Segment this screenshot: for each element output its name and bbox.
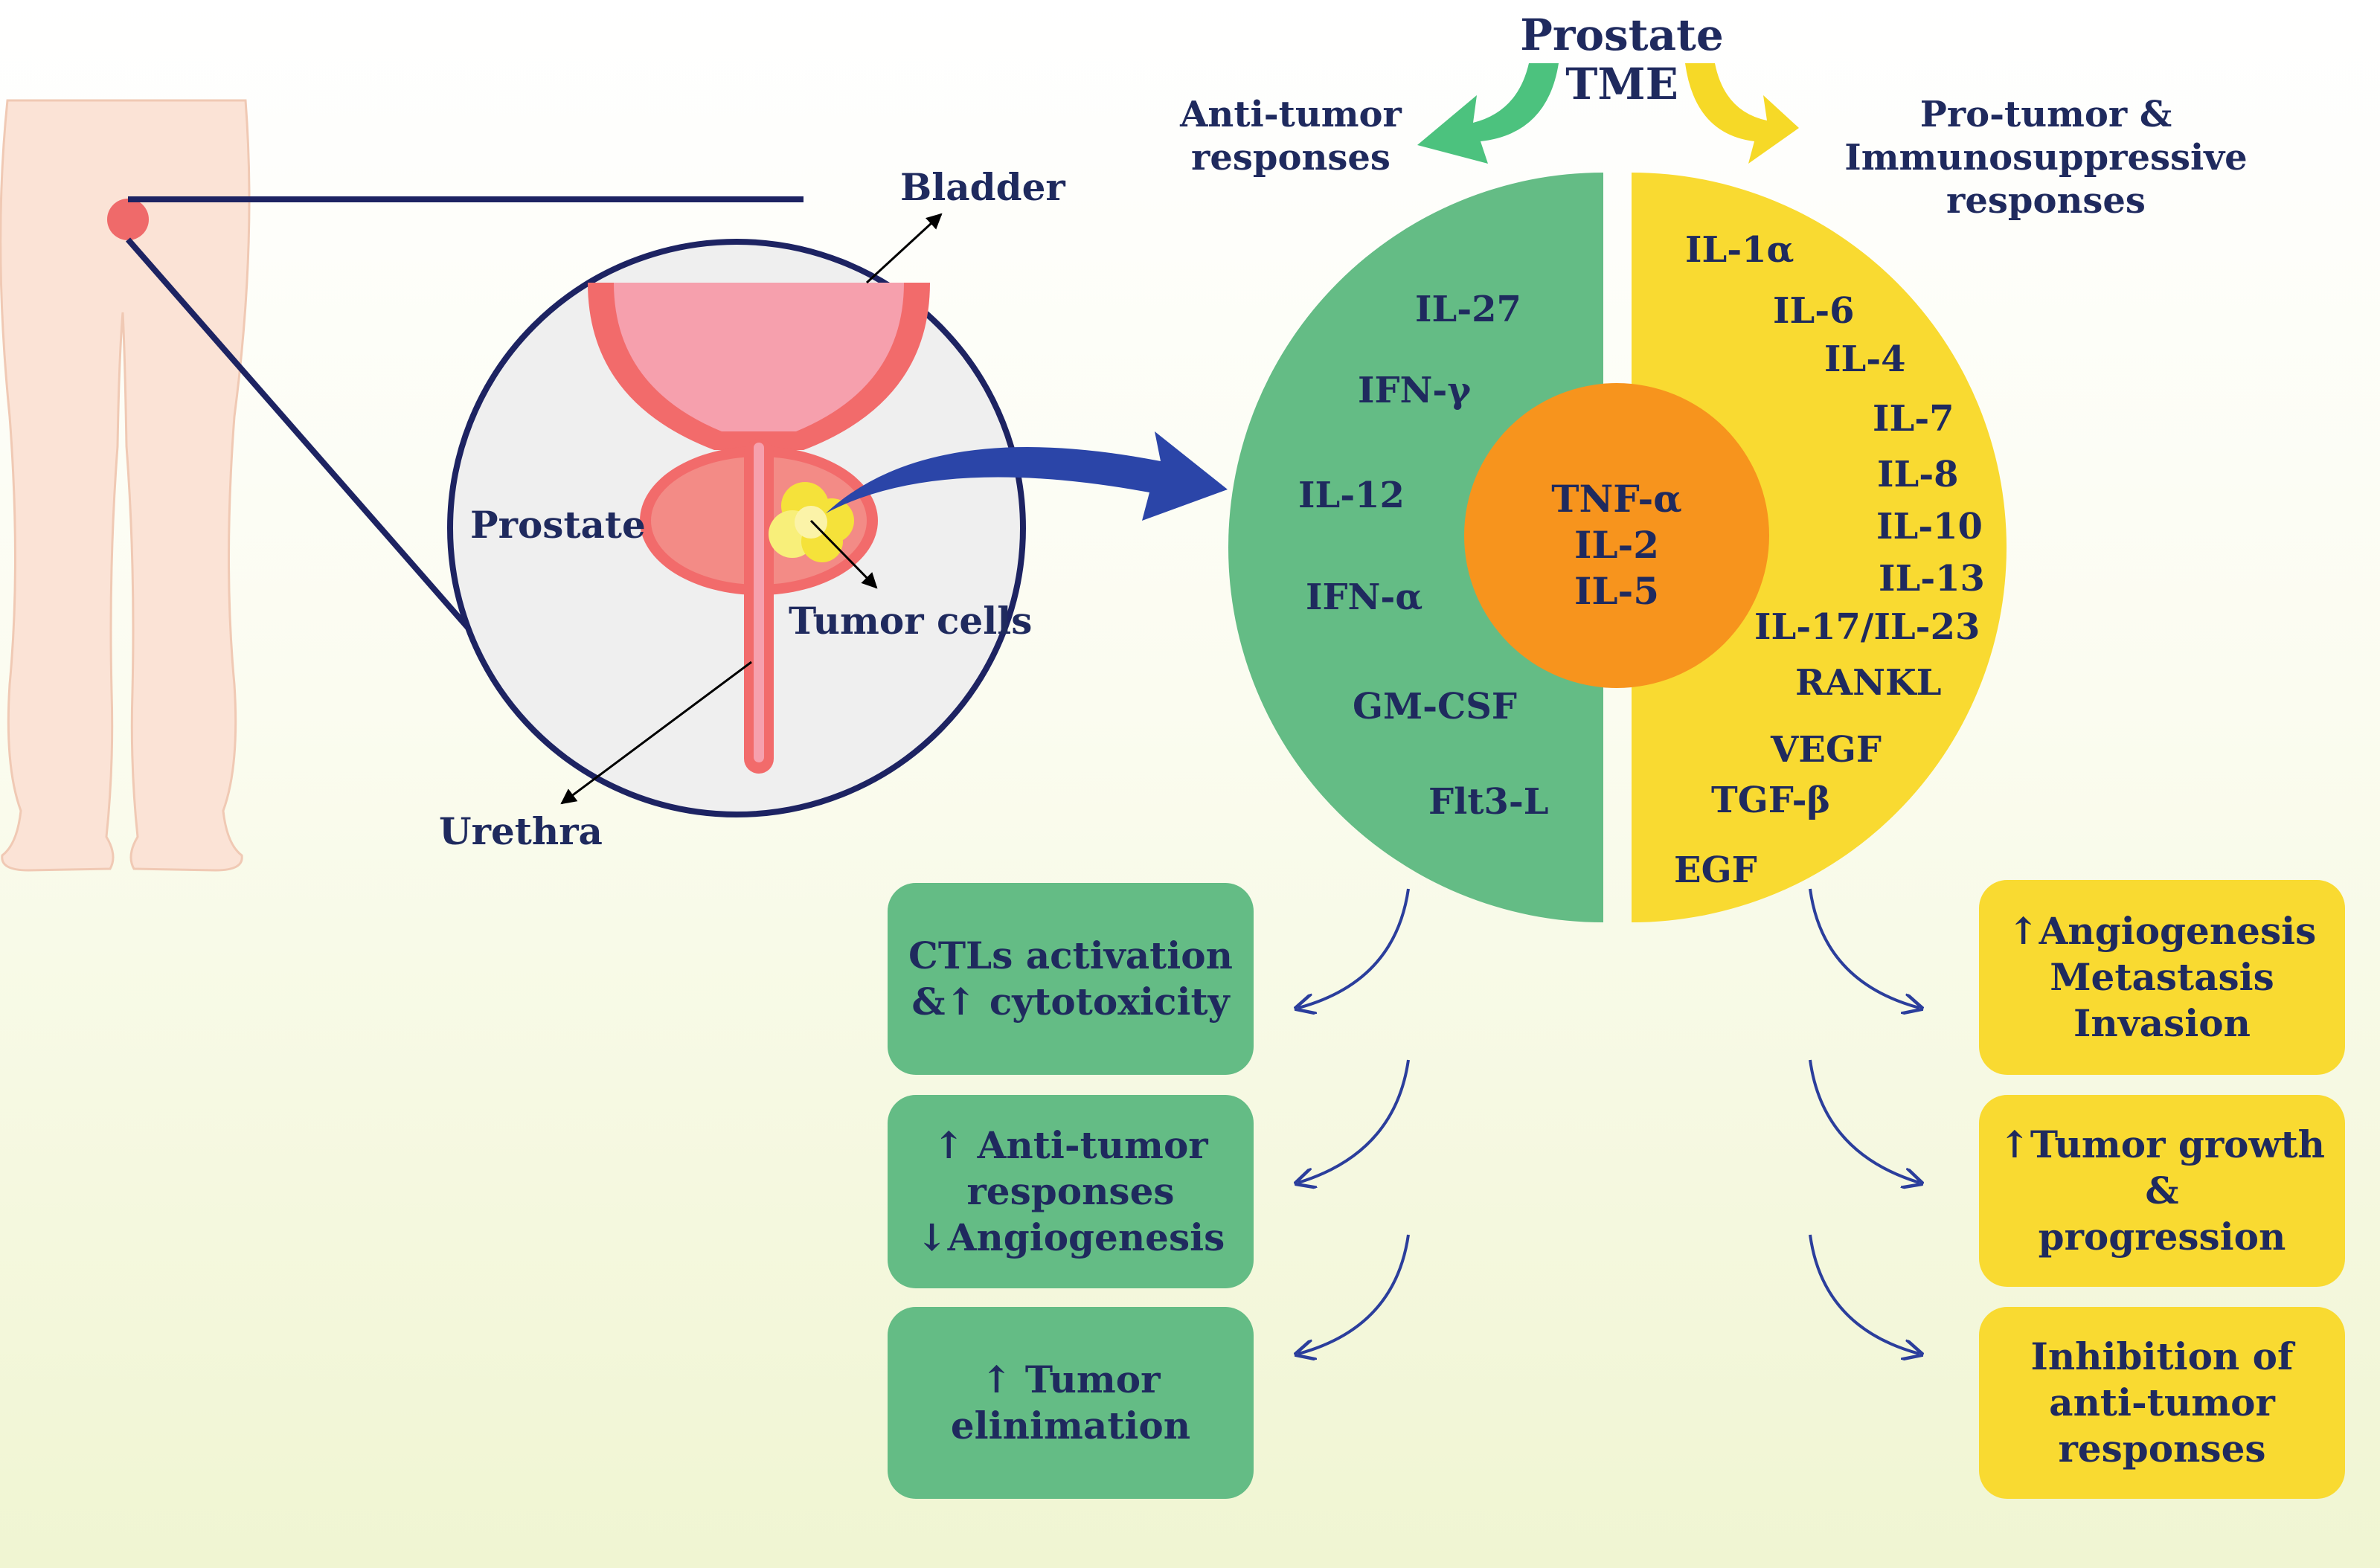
pro-tumor-heading: Pro-tumor & Immunosuppressive responses (1815, 93, 2277, 222)
tumor-cells-icon (769, 482, 854, 562)
anti-outcome-box-1: CTLs activation&↑ cytotoxicity (888, 883, 1254, 1075)
bladder-pointer (865, 213, 943, 284)
title-line-1: Prostate (1520, 10, 1724, 60)
pro-tumor-half (1632, 173, 2007, 922)
anti-outcome-2-line-2: responses (966, 1169, 1175, 1213)
anti-tumor-arrow-icon (1417, 63, 1559, 164)
cytokine-il-2: IL-2 (1574, 523, 1660, 567)
cytokine-il-10: IL-10 (1876, 506, 1983, 547)
anti-outcome-arrow-3 (1298, 1234, 1410, 1354)
anti-heading-line-2: responses (1191, 137, 1391, 179)
cytokine-il-1-alpha: IL-1α (1685, 229, 1794, 271)
anti-outcome-2-line-1: ↑ Anti-tumor (933, 1123, 1208, 1167)
cytokine-il-5: IL-5 (1574, 569, 1660, 613)
pro-outcome-arrow-1 (1809, 888, 1919, 1008)
tumor-cells-label: Tumor cells (789, 599, 1033, 643)
anti-outcome-arrow-1 (1298, 888, 1410, 1008)
pro-outcome-2-line-2: & (2145, 1169, 2179, 1212)
cytokine-vegf: VEGF (1771, 729, 1882, 771)
pro-tumor-arrow-icon (1685, 63, 1799, 164)
shared-cytokines-list: TNF-α IL-2 IL-5 (1505, 476, 1728, 614)
anti-outcome-1-line-2: &↑ cytotoxicity (911, 980, 1230, 1024)
pro-heading-line-2: Immunosuppressive (1844, 137, 2248, 179)
cytokine-il-4: IL-4 (1824, 338, 1906, 380)
cytokine-ifn-alpha: IFN-α (1306, 576, 1423, 618)
tme-zoom-arrow (826, 431, 1228, 521)
anti-outcome-2-line-3: ↓Angiogenesis (916, 1215, 1225, 1259)
prostate-tme-title: Prostate TME (1510, 10, 1733, 109)
pro-outcome-1-line-3: Invasion (2073, 1001, 2251, 1045)
cytokine-tgf-beta: TGF-β (1711, 780, 1831, 821)
anti-outcome-3-line-2: elinimation (950, 1404, 1191, 1447)
pro-heading-line-1: Pro-tumor & (1919, 94, 2172, 135)
cytokine-il-27: IL-27 (1415, 289, 1521, 330)
bladder-organ (588, 283, 930, 457)
cytokine-il-7: IL-7 (1873, 398, 1954, 440)
pro-outcome-1-line-1: ↑Angiogenesis (2007, 909, 2317, 953)
prostate-location-marker (107, 199, 149, 240)
tumor-pointer (809, 519, 878, 589)
anti-outcome-3-line-1: ↑ Tumor (981, 1357, 1161, 1401)
pro-outcome-2-line-3: progression (2038, 1215, 2286, 1259)
cytokine-il-6: IL-6 (1773, 290, 1855, 332)
pro-outcome-arrow-2 (1809, 1059, 1919, 1183)
anti-heading-line-1: Anti-tumor (1180, 94, 1402, 135)
zoom-line-bottom (125, 237, 524, 690)
title-line-2: TME (1565, 59, 1678, 109)
urethra-pointer (560, 661, 752, 805)
prostate-label: Prostate (470, 503, 646, 547)
anti-outcome-1-line-1: CTLs activation (908, 934, 1233, 977)
anti-outcome-arrow-2 (1298, 1059, 1410, 1183)
pro-outcome-3-line-3: responses (2058, 1427, 2266, 1471)
cytokine-egf: EGF (1674, 849, 1757, 891)
urethra-label: Urethra (439, 809, 603, 853)
cytokine-ifn-gamma: IFN-γ (1358, 370, 1472, 411)
cytokine-tnf-alpha: TNF-α (1551, 477, 1682, 521)
cytokine-rankl: RANKL (1795, 662, 1942, 704)
pro-outcome-2-line-1: ↑Tumor growth (1998, 1122, 2325, 1166)
pro-outcome-3-line-1: Inhibition of (2030, 1334, 2294, 1378)
cytokine-il-12: IL-12 (1298, 475, 1405, 516)
shared-cytokines-circle (1464, 383, 1769, 688)
pro-outcome-box-2: ↑Tumor growth&progression (1979, 1095, 2345, 1287)
pro-outcome-3-line-2: anti-tumor (2049, 1381, 2275, 1424)
anti-tumor-heading: Anti-tumor responses (1149, 93, 1432, 179)
pro-outcome-1-line-2: Metastasis (2050, 955, 2274, 999)
bladder-label: Bladder (900, 165, 1065, 209)
cytokine-gm-csf: GM-CSF (1353, 686, 1517, 727)
cytokine-flt3-l: Flt3-L (1428, 781, 1549, 823)
anti-tumor-half (1228, 173, 1603, 922)
cytokine-il-8: IL-8 (1877, 454, 1959, 495)
cytokine-il-13: IL-13 (1879, 558, 1985, 600)
pro-outcome-arrow-3 (1809, 1234, 1919, 1354)
cytokine-il-17-il-23: IL-17/IL-23 (1754, 606, 1980, 648)
pro-heading-line-3: responses (1946, 180, 2146, 222)
